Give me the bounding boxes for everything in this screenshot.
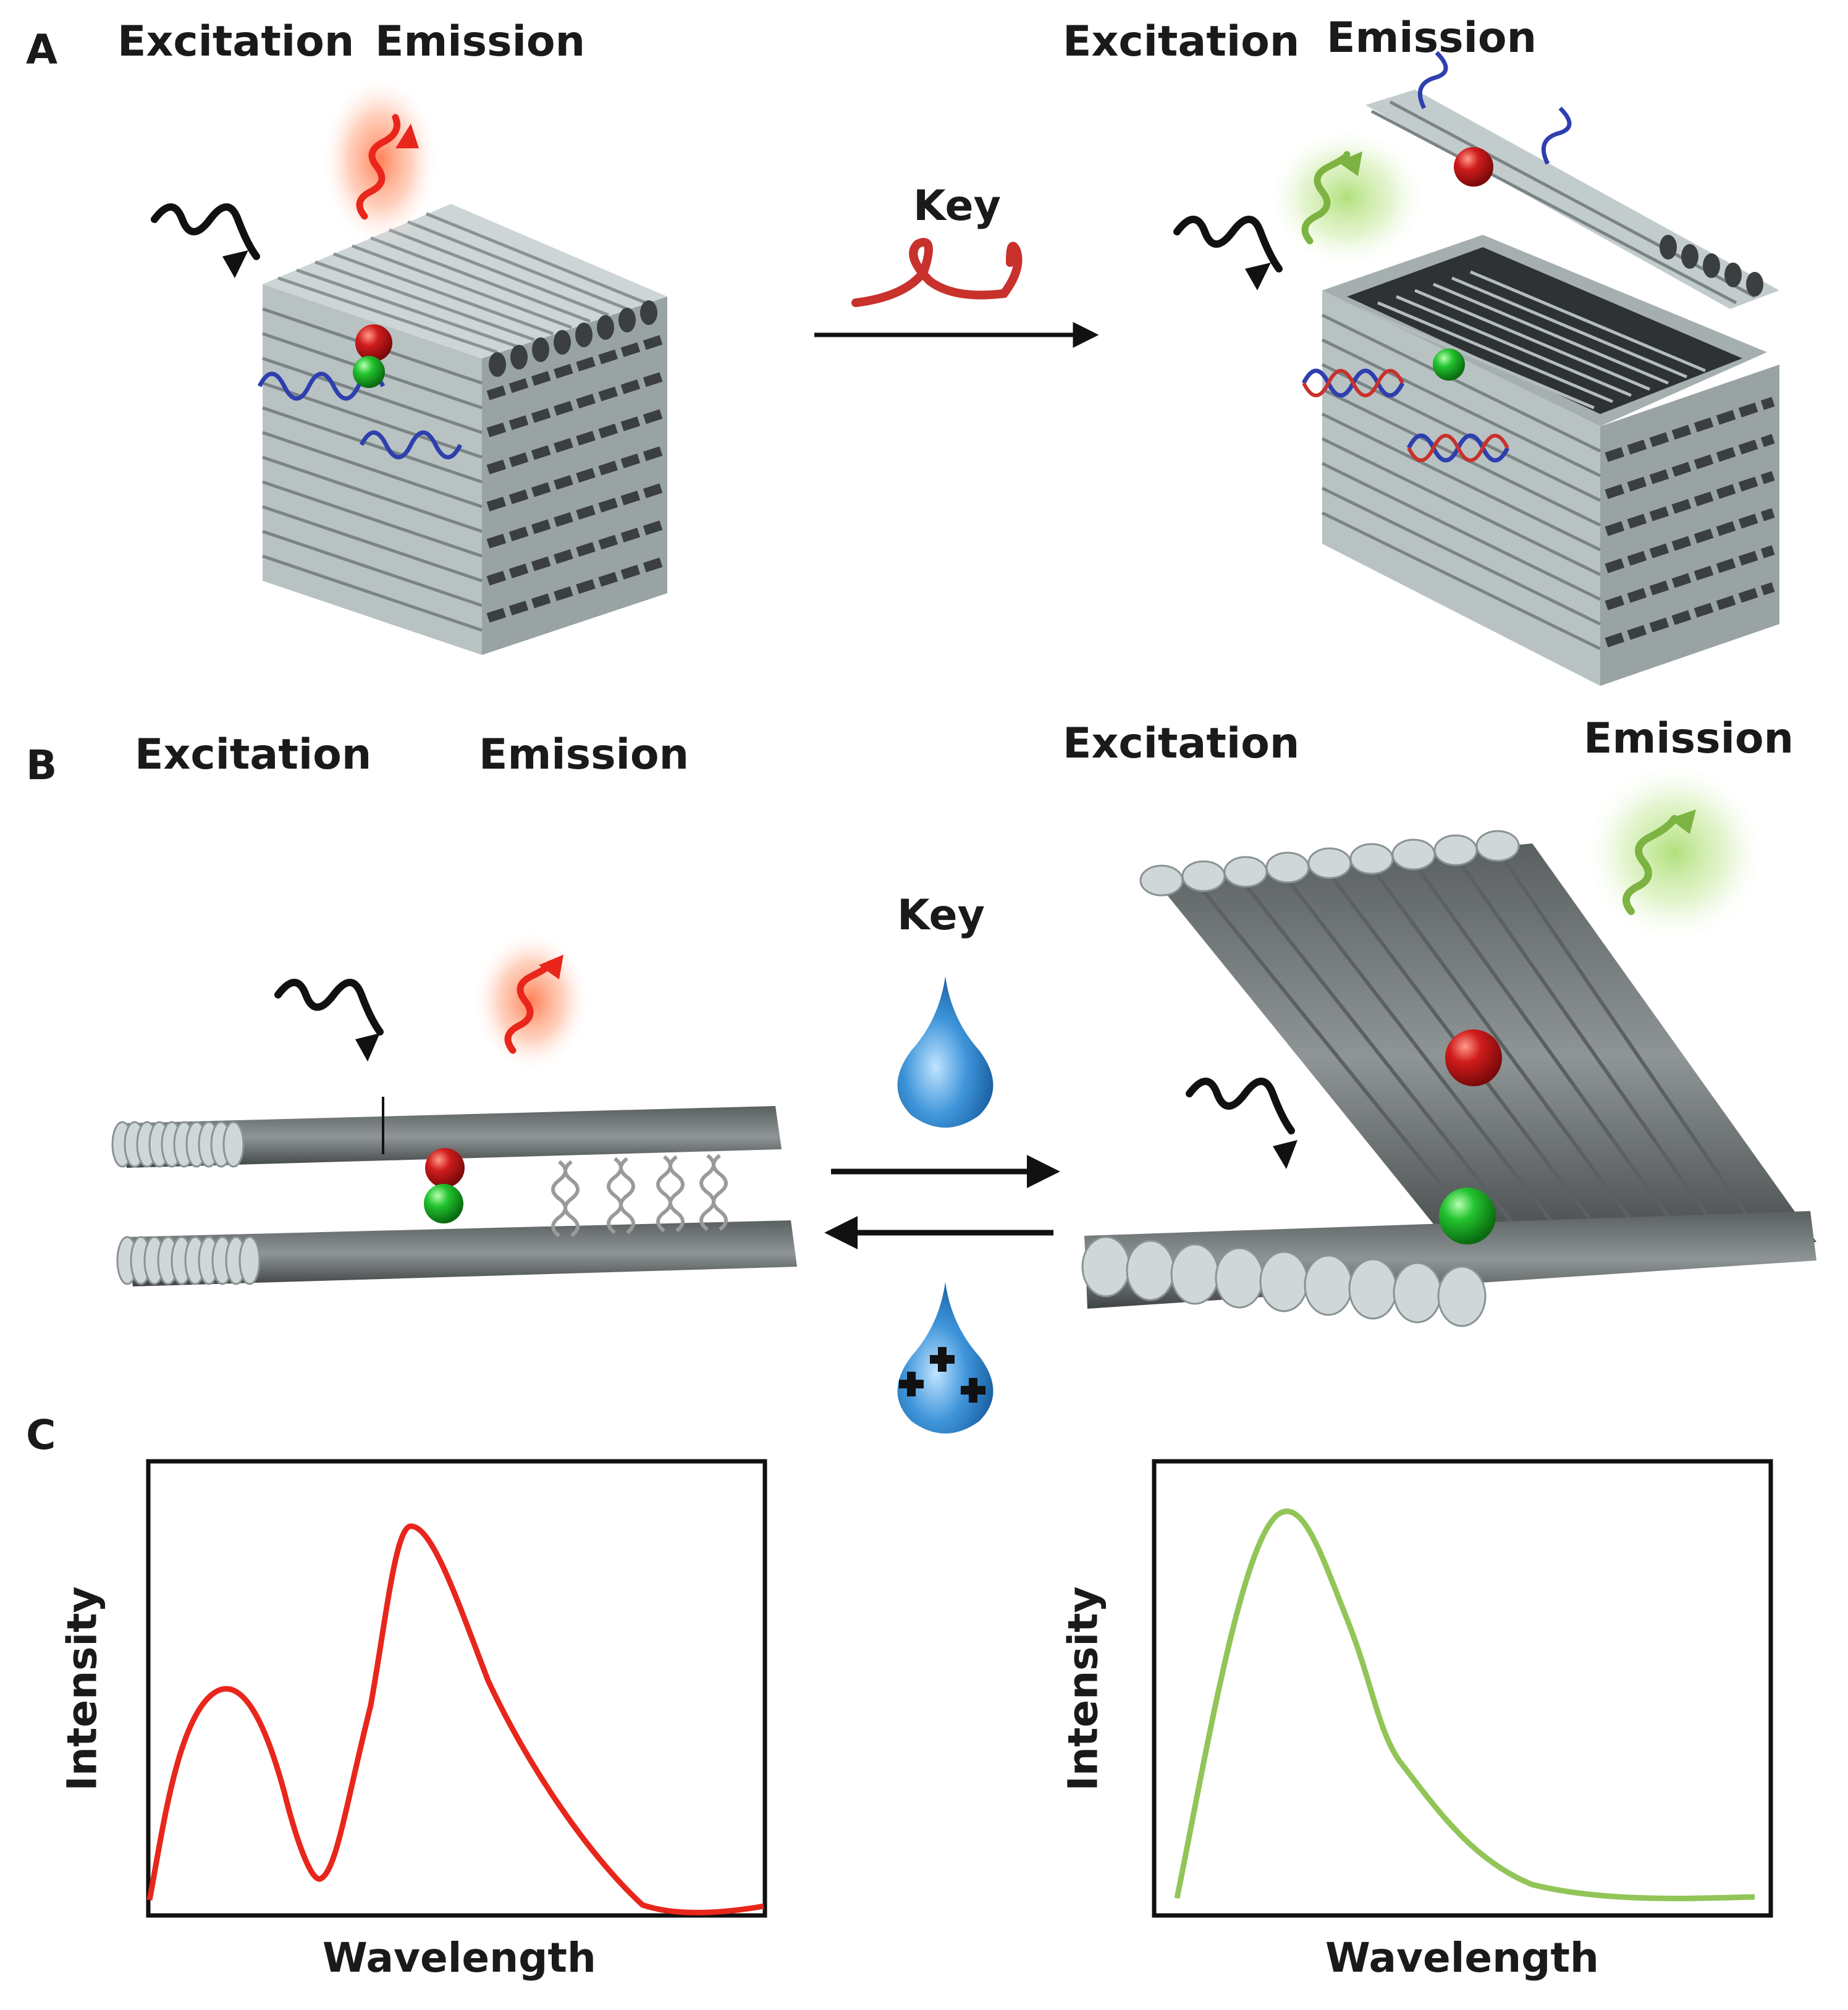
panel-a-right-excitation-label: Excitation xyxy=(1063,17,1300,66)
panel-c-label: C xyxy=(26,1411,56,1459)
green-glow xyxy=(1267,127,1427,269)
donor-dye xyxy=(424,1184,463,1223)
red-glow xyxy=(321,74,439,247)
panel-b-left-emission-label: Emission xyxy=(479,730,689,779)
acceptor-dye xyxy=(1454,147,1493,187)
panel-a-right-emission-label: Emission xyxy=(1327,14,1537,62)
donor-dye xyxy=(353,356,385,388)
emission-wave-icon xyxy=(1301,151,1362,245)
donor-dye xyxy=(1433,348,1465,381)
excitation-wave-icon xyxy=(151,203,260,278)
acceptor-dye xyxy=(355,324,392,361)
acceptor-dye xyxy=(1445,1029,1502,1086)
cation-drop-icon xyxy=(897,1282,994,1434)
closed-dna-box xyxy=(257,204,667,655)
red-glow xyxy=(473,930,590,1072)
opened-hinge xyxy=(1081,830,1816,1327)
emission-wave-icon xyxy=(504,955,563,1054)
green-glow xyxy=(1582,760,1767,945)
panel-b-label: B xyxy=(26,741,57,789)
acceptor-dye xyxy=(425,1148,465,1188)
right-spectrum-line xyxy=(1174,1508,1755,1901)
donor-dye xyxy=(1439,1188,1496,1244)
panel-b-right-emission-label: Emission xyxy=(1584,714,1794,763)
panel-a-left-emission-label: Emission xyxy=(375,17,585,66)
panel-b-key-label: Key xyxy=(897,891,985,940)
panel-b-right-excitation-label: Excitation xyxy=(1063,719,1300,768)
excitation-wave-icon xyxy=(1186,1078,1297,1169)
right-chart-xlabel: Wavelength xyxy=(1325,1934,1599,1982)
panel-a-left-excitation-label: Excitation xyxy=(117,17,355,66)
panel-b-left-excitation-label: Excitation xyxy=(135,730,372,779)
dna-lock-strand xyxy=(359,430,463,460)
right-spectrum-chart xyxy=(1152,1459,1773,1918)
right-chart-frame xyxy=(1152,1459,1773,1918)
left-chart-xlabel: Wavelength xyxy=(323,1934,596,1982)
closed-hinge xyxy=(111,1097,797,1286)
water-drop-icon xyxy=(897,976,994,1128)
key-strand xyxy=(851,238,1023,307)
left-spectrum-chart xyxy=(146,1459,767,1918)
panel-a-key-label: Key xyxy=(913,182,1001,230)
excitation-wave-icon xyxy=(274,979,384,1062)
excitation-wave-icon xyxy=(1173,216,1283,290)
emission-wave-icon xyxy=(1622,809,1696,915)
opened-dna-box xyxy=(1301,51,1779,686)
left-chart-frame xyxy=(146,1459,767,1918)
emission-wave-icon xyxy=(356,114,419,220)
panel-a-label: A xyxy=(26,26,58,74)
left-spectrum-line xyxy=(146,1523,764,1915)
